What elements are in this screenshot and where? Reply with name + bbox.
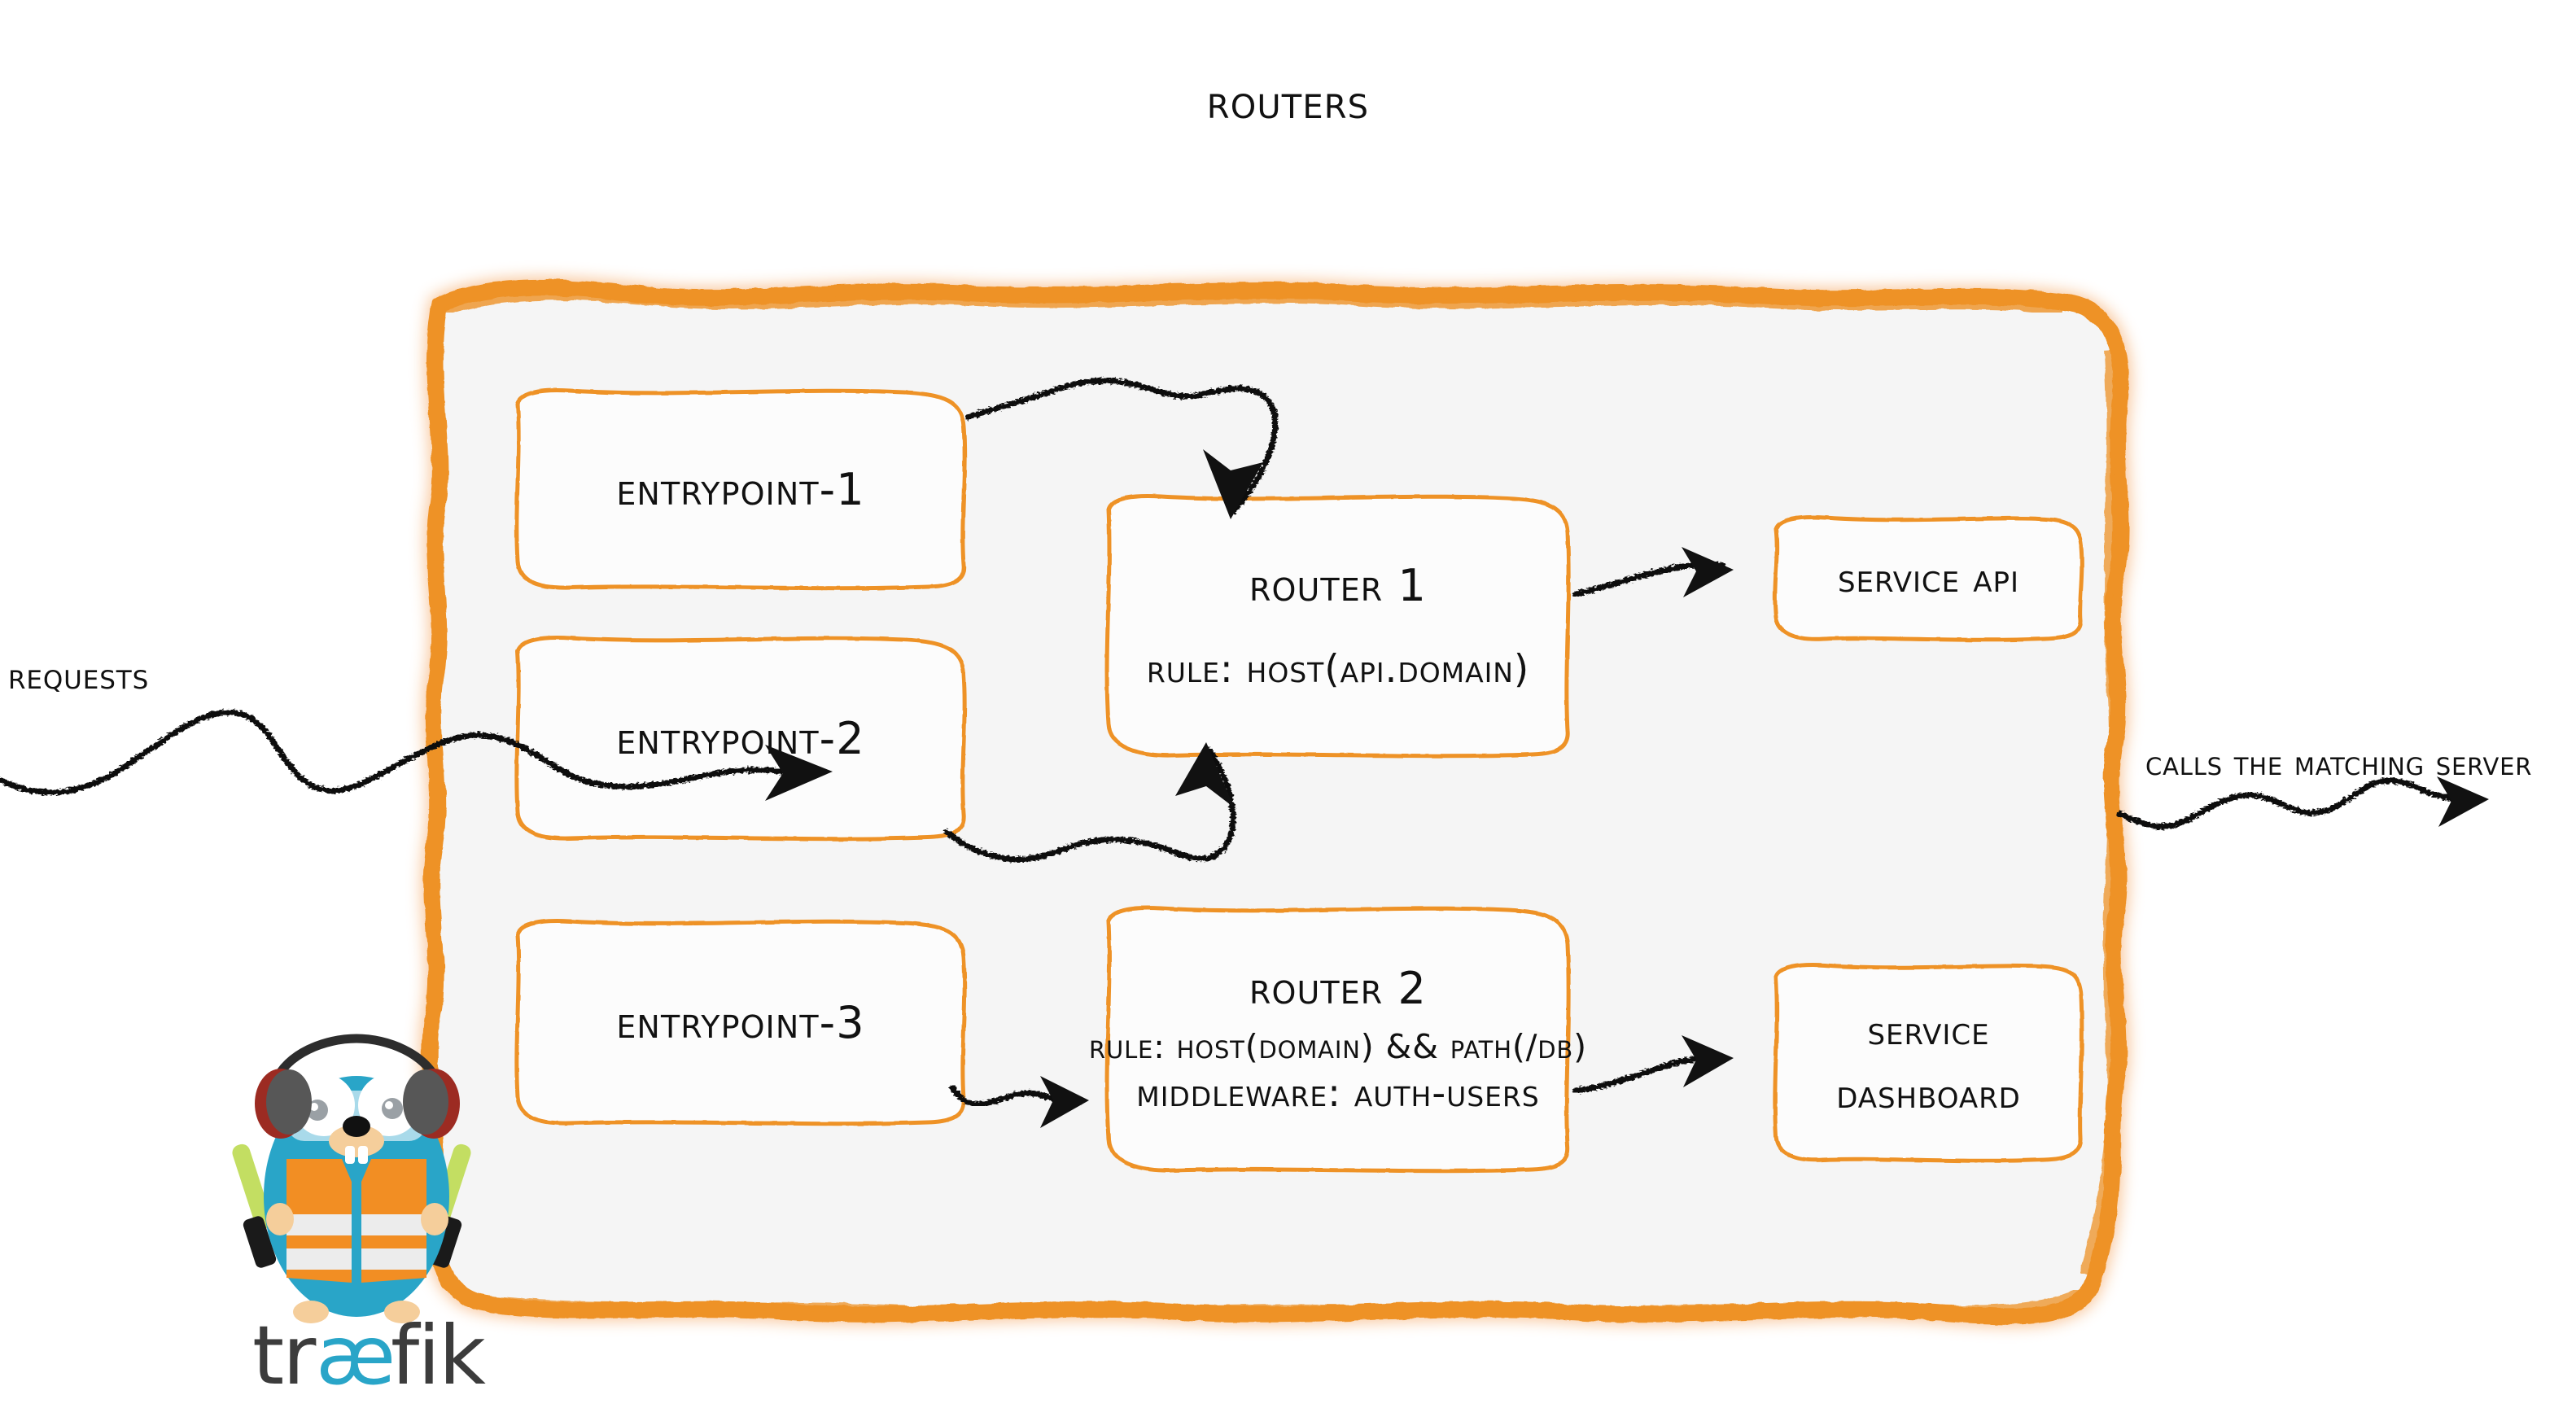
calls-matching-server-label: Calls the matching server [2145,744,2533,783]
gopher-nose-icon [343,1116,370,1137]
gopher-left-wand-icon [232,1143,277,1268]
entrypoint-2-box[interactable] [514,636,967,842]
arrow-router2-to-service-dashboard [1572,1035,1734,1094]
svg-text:tr: tr [252,1308,317,1403]
arrow-entrypoint3-to-router2 [949,1076,1089,1128]
gopher-foot-right [384,1301,420,1323]
gopher-headphone-band-icon [270,1034,443,1087]
router-2-box[interactable] [1104,906,1571,1174]
entrypoint-1-box[interactable] [514,388,967,591]
router-1-box[interactable] [1104,494,1571,759]
entrypoint-3-box[interactable] [514,919,967,1126]
gopher-ear-cup-right-icon [403,1069,460,1139]
traefik-gopher-logo [232,1034,471,1323]
service-dashboard-box[interactable] [1773,963,2084,1163]
gopher-foot-left [293,1301,329,1323]
gopher-safety-vest [286,1159,426,1283]
arrow-entrypoint1-to-router1 [965,378,1279,519]
page-title: Routers [1206,76,1370,129]
traefik-wordmark: tr æ fik [252,1308,488,1403]
service-api-box[interactable] [1773,515,2084,642]
requests-label: Requests [8,656,150,697]
svg-text:æ: æ [316,1308,394,1403]
arrow-entrypoint2-to-router1 [943,742,1236,863]
gopher-snout [329,1125,384,1157]
svg-text:fik: fik [391,1308,486,1403]
arrow-panel-to-matching-server [2116,776,2489,830]
arrow-router1-to-service-api [1572,547,1734,597]
arrow-requests-to-panel [0,709,833,801]
gopher-ear-cup-left-icon [255,1069,312,1139]
